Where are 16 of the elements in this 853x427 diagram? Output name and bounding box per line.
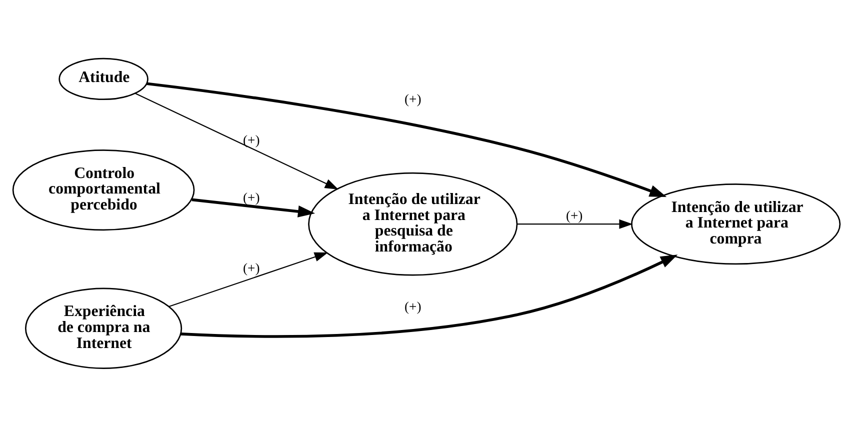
node-ellipse: Intenção de utilizar a Internet para pesquisa de informação xyxy=(308,172,518,276)
arrow xyxy=(146,82,667,197)
arrow xyxy=(135,92,339,190)
node-ellipse: Controlo comportamental percebido xyxy=(12,149,195,231)
edge-label: (+) xyxy=(243,260,260,276)
node-ellipse: Atitude xyxy=(58,58,148,100)
arrow xyxy=(517,219,633,229)
edge-label: (+) xyxy=(243,132,260,148)
node-ellipse: Experiência de compra na Internet xyxy=(25,288,182,369)
edge-label: (+) xyxy=(243,190,260,206)
edge-label: (+) xyxy=(566,208,583,224)
arrow xyxy=(168,252,328,308)
arrow xyxy=(180,254,678,338)
edge-label: (+) xyxy=(404,91,422,106)
arrow xyxy=(192,198,316,218)
edge-label: (+) xyxy=(404,298,422,314)
